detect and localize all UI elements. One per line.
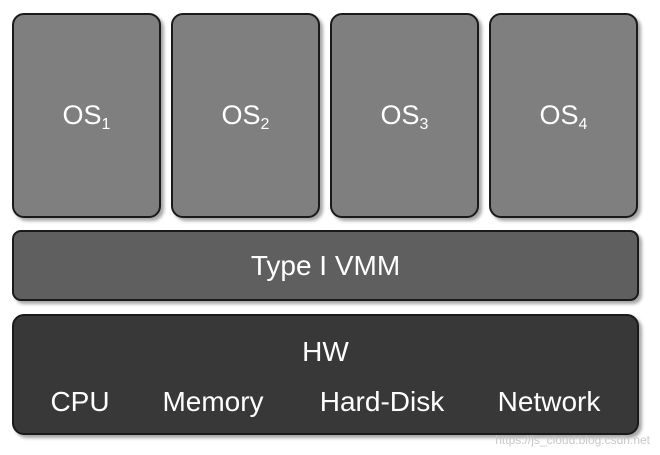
guest-os-1-box: OS1	[12, 13, 161, 218]
vmm-layer: Type I VMM	[12, 230, 639, 301]
hardware-component-cpu: CPU	[50, 386, 110, 417]
watermark-text: https://js_cloud.blog.csdn.net	[495, 433, 650, 447]
hardware-component-memory: Memory	[162, 386, 264, 417]
hardware-layer: HW CPU Memory Hard-Disk Network	[12, 314, 639, 435]
guest-os-4-box: OS4	[489, 13, 638, 218]
vmm-label: Type I VMM	[250, 249, 401, 281]
guest-os-3-label: OS3	[380, 100, 429, 133]
hardware-title: HW	[302, 336, 349, 367]
hardware-component-network: Network	[497, 386, 601, 417]
guest-os-2-box: OS2	[171, 13, 320, 218]
guest-os-4-label: OS4	[539, 100, 588, 133]
guest-os-1-label: OS1	[62, 100, 111, 133]
hardware-component-hard-disk: Hard-Disk	[319, 386, 445, 417]
guest-os-2-label: OS2	[221, 100, 270, 133]
guest-os-3-box: OS3	[330, 13, 479, 218]
